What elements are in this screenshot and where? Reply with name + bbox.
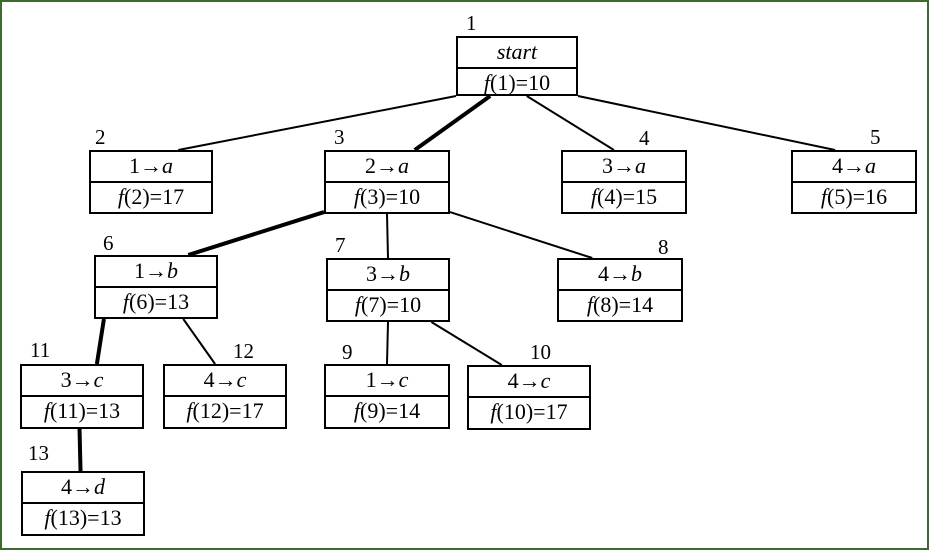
node-index-12: 12 [233,339,254,363]
tree-node-5: 4→a f(5)=16 [791,150,917,214]
node-move-label: 2→a [326,152,448,183]
edge-1-3-bold [413,94,492,152]
node-f-value: f(5)=16 [820,184,888,209]
tree-node-2: 1→a f(2)=17 [89,150,213,214]
edge-1-5 [577,95,836,151]
node-f-value: f(4)=15 [590,184,658,209]
node-index-10: 10 [530,340,551,364]
node-move-label: 3→c [22,366,142,397]
tree-node-3: 2→a f(3)=10 [324,150,450,214]
node-f-value: f(1)=10 [483,70,551,95]
node-index-8: 8 [658,235,669,259]
edge-1-2 [178,95,457,151]
node-f-value: f(7)=10 [354,292,422,317]
node-move-label: 4→c [469,367,589,398]
tree-node-6: 1→b f(6)=13 [94,255,218,319]
node-f-value: f(10)=17 [490,399,568,424]
edge-7-10 [430,321,503,366]
node-f-value: f(9)=14 [353,398,421,423]
edge-6-12 [182,318,216,365]
node-move-label: 1→a [91,152,211,183]
edge-3-6-bold [187,210,325,257]
node-index-2: 2 [95,125,106,149]
node-index-13: 13 [28,441,49,465]
node-move-label: 4→d [23,473,143,504]
node-move-label: 4→b [559,260,681,291]
edge-11-13-bold [77,428,83,472]
tree-node-13: 4→d f(13)=13 [21,471,145,536]
node-move-label: 3→b [328,260,448,291]
node-move-label: 1→c [326,366,448,397]
edge-3-8 [449,211,593,259]
node-index-1: 1 [466,11,477,35]
node-index-9: 9 [342,340,353,364]
edge-3-7 [386,213,389,259]
node-index-3: 3 [334,125,345,149]
node-index-7: 7 [335,233,346,257]
node-index-4: 4 [639,126,650,150]
tree-node-11: 3→c f(11)=13 [20,364,144,429]
tree-node-9: 1→c f(9)=14 [324,364,450,429]
edge-1-4 [526,95,615,151]
tree-node-12: 4→c f(12)=17 [163,364,287,429]
node-index-6: 6 [103,231,114,255]
tree-node-4: 3→a f(4)=15 [561,150,687,214]
node-f-value: f(3)=10 [353,184,421,209]
node-f-value: f(8)=14 [586,292,654,317]
node-move-label: 1→b [96,257,216,288]
node-f-value: f(12)=17 [186,398,264,423]
node-f-value: f(6)=13 [122,289,190,314]
node-f-value: f(11)=13 [43,398,121,423]
edge-6-11-bold [94,318,106,365]
node-move-label: 4→a [793,152,915,183]
node-step-label: start [458,38,576,69]
tree-node-7: 3→b f(7)=10 [326,258,450,322]
node-f-value: f(13)=13 [44,505,122,530]
edge-7-9 [386,321,389,365]
node-index-11: 11 [30,338,51,362]
node-move-label: 4→c [165,366,285,397]
node-move-label: 3→a [563,152,685,183]
tree-node-1: start f(1)=10 [456,36,578,96]
tree-node-10: 4→c f(10)=17 [467,365,591,430]
node-f-value: f(2)=17 [117,184,185,209]
node-index-5: 5 [870,125,881,149]
tree-node-8: 4→b f(8)=14 [557,258,683,322]
